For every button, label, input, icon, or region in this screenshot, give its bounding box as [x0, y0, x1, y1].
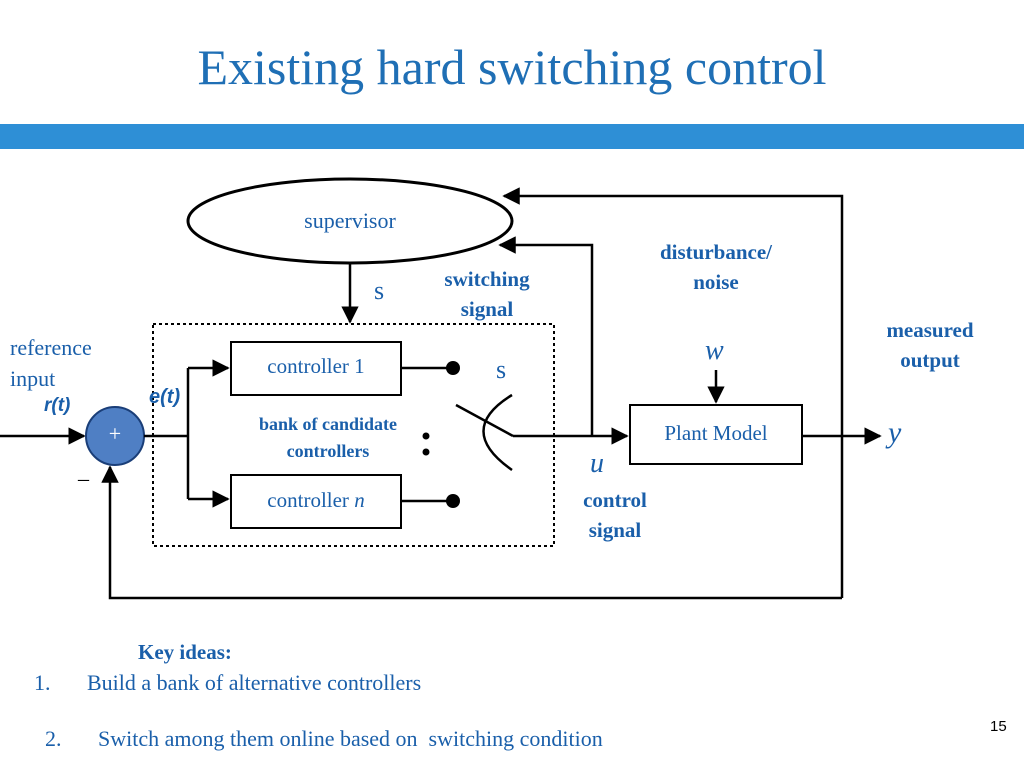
page-number: 15 [990, 718, 1007, 735]
measured-output-line1: measured [886, 318, 974, 342]
minus-sign: _ [78, 458, 89, 483]
ellipsis-dot [422, 432, 430, 440]
title-band [0, 124, 1024, 149]
key-idea-text: Build a bank of alternative controllers [87, 670, 422, 695]
measured-output-label: measured output [866, 315, 994, 375]
slide-title: Existing hard switching control [197, 39, 827, 95]
output-to-supervisor-line [502, 187, 844, 598]
controller-1-label: controller 1 [267, 354, 365, 378]
switch-blade [455, 403, 514, 438]
controller-n-prefix: controller [267, 488, 355, 512]
key-idea-number: 2. [45, 726, 62, 751]
bank-label-line1: bank of candidate [258, 414, 398, 434]
reference-input-line2: input [10, 366, 56, 391]
key-ideas-title: Key ideas: [138, 640, 232, 664]
disturbance-line2: noise [693, 270, 739, 294]
reference-input-label: reference input [10, 332, 92, 394]
ellipsis-dot [422, 448, 430, 456]
reference-input-line1: reference [10, 335, 92, 360]
supervisor-label: supervisor [304, 208, 396, 233]
control-signal-label: control signal [560, 485, 670, 545]
reference-signal-label: r(t) [44, 395, 71, 416]
key-idea-text: Switch among them online based on switch… [98, 726, 603, 751]
control-signal-line1: control [583, 488, 647, 512]
switching-signal-line2: signal [460, 297, 514, 321]
plus-sign: + [108, 421, 122, 446]
switch-arc [482, 393, 513, 472]
key-idea-item: 1. Build a bank of alternative controller… [34, 670, 421, 696]
switching-signal-line1: switching [444, 267, 530, 291]
measured-output-line2: output [900, 348, 960, 372]
controller-1-terminal [446, 361, 460, 375]
supervisor-ellipse [186, 177, 514, 265]
control-signal-line2: signal [588, 518, 642, 542]
error-signal-label: e(t) [149, 386, 181, 408]
key-idea-number: 1. [34, 670, 51, 695]
disturbance-variable: w [705, 335, 724, 366]
controller-n-terminal [446, 494, 460, 508]
disturbance-line1: disturbance/ [659, 240, 772, 264]
switching-variable-switch: s [496, 355, 507, 384]
control-variable: u [590, 448, 604, 479]
control-to-supervisor-line [498, 236, 594, 436]
plant-model-box [629, 404, 803, 465]
controller-n-label: controller n [231, 488, 401, 513]
bank-label-line2: controllers [286, 441, 370, 461]
switching-variable-top: s [374, 276, 385, 305]
output-variable: y [888, 416, 902, 449]
disturbance-label: disturbance/ noise [636, 237, 796, 297]
plant-model-label: Plant Model [664, 421, 768, 445]
bank-label: bank of candidate controllers [228, 411, 428, 465]
switching-signal-label: switching signal [420, 264, 554, 324]
controller-n-variable: n [354, 488, 365, 512]
key-idea-item: 2. Switch among them online based on swit… [34, 700, 603, 752]
feedback-line [101, 465, 842, 600]
